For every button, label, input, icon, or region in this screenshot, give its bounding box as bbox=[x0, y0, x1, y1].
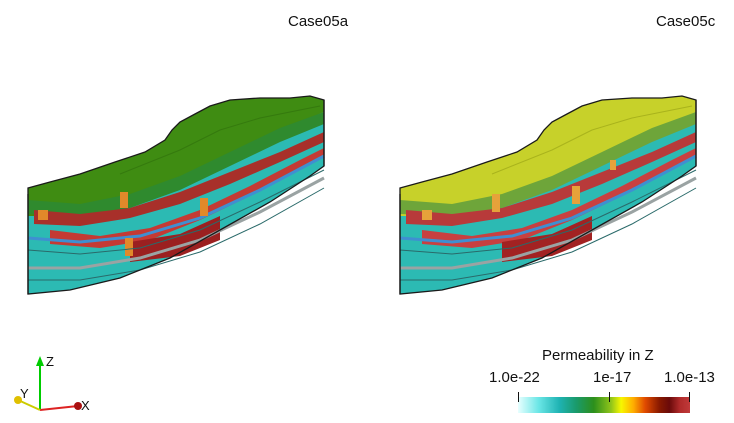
colorbar-tick-mid bbox=[609, 392, 610, 402]
x-axis-label: X bbox=[81, 398, 90, 413]
colorbar-max-label: 1.0e-13 bbox=[664, 369, 715, 386]
y-axis-label: Y bbox=[20, 386, 29, 401]
colorbar-gradient bbox=[518, 397, 690, 413]
x-axis-arrow bbox=[74, 402, 82, 410]
y-axis-arrow bbox=[14, 396, 22, 404]
view-label-right: Case05c bbox=[656, 13, 716, 30]
colorbar-tick-min bbox=[518, 392, 519, 402]
colorbar-min-label: 1.0e-22 bbox=[489, 369, 540, 386]
x-axis-line bbox=[39, 405, 79, 411]
z-axis-label: Z bbox=[46, 354, 54, 369]
z-axis-arrow bbox=[36, 356, 44, 366]
colorbar-mid-label: 1e-17 bbox=[593, 369, 632, 386]
geological-model-left[interactable] bbox=[20, 90, 330, 302]
colorbar-tick-max bbox=[689, 392, 690, 402]
y-axis-line bbox=[17, 399, 41, 411]
view-label-left: Case05a bbox=[288, 13, 349, 30]
geological-model-right[interactable] bbox=[392, 90, 702, 302]
orientation-axes-widget[interactable]: Z X Y bbox=[8, 352, 98, 418]
colorbar-legend[interactable]: Permeability in Z 1.0e-22 1e-17 1.0e-13 bbox=[480, 344, 720, 420]
colorbar-title: Permeability in Z bbox=[542, 347, 654, 364]
